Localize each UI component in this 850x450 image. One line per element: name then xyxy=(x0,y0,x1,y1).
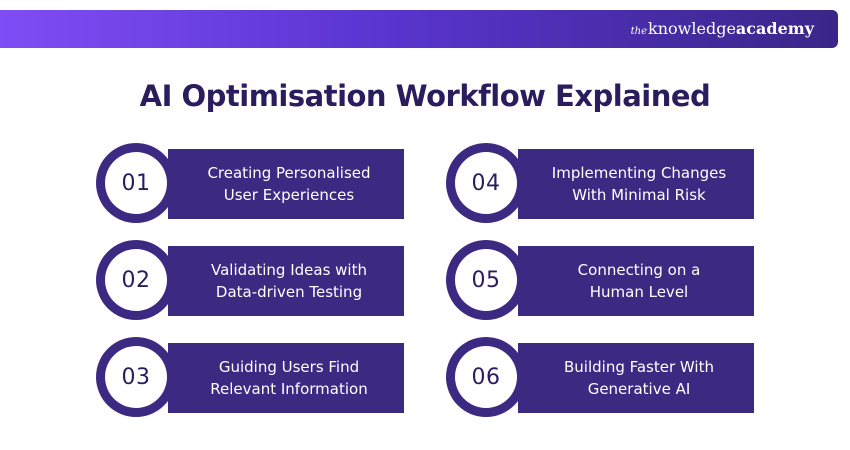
step-box: Creating Personalised User Experiences xyxy=(168,149,404,219)
step-label-line2: Human Level xyxy=(589,283,689,301)
brand-logo: theknowledgeacademy xyxy=(631,18,814,43)
workflow-step-05: Connecting on a Human Level 05 xyxy=(446,240,756,320)
step-label: Validating Ideas with Data-driven Testin… xyxy=(211,259,367,303)
page-title: AI Optimisation Workflow Explained xyxy=(139,79,711,113)
step-box: Guiding Users Find Relevant Information xyxy=(168,343,404,413)
step-number: 04 xyxy=(471,170,501,196)
step-number-ring: 05 xyxy=(446,240,526,320)
step-box: Validating Ideas with Data-driven Testin… xyxy=(168,246,404,316)
step-label: Guiding Users Find Relevant Information xyxy=(210,356,367,400)
step-box: Connecting on a Human Level xyxy=(518,246,754,316)
step-label-line2: Relevant Information xyxy=(210,380,368,398)
step-box: Implementing Changes With Minimal Risk xyxy=(518,149,754,219)
brand-prefix: the xyxy=(630,26,648,37)
step-number: 06 xyxy=(471,364,501,390)
step-number: 02 xyxy=(121,267,151,293)
brand-word-academy: academy xyxy=(735,19,814,38)
step-label-line1: Implementing Changes xyxy=(551,164,727,182)
step-number: 01 xyxy=(121,170,151,196)
step-number-ring: 04 xyxy=(446,143,526,223)
step-number-ring: 01 xyxy=(96,143,176,223)
step-label-line1: Building Faster With xyxy=(564,358,714,376)
workflow-step-06: Building Faster With Generative AI 06 xyxy=(446,337,756,417)
step-label-line1: Connecting on a xyxy=(577,261,701,279)
step-number: 03 xyxy=(121,364,151,390)
step-label-line1: Guiding Users Find xyxy=(218,358,360,376)
step-label: Building Faster With Generative AI xyxy=(564,356,714,400)
step-number-ring: 06 xyxy=(446,337,526,417)
workflow-step-04: Implementing Changes With Minimal Risk 0… xyxy=(446,143,756,223)
workflow-step-01: Creating Personalised User Experiences 0… xyxy=(96,143,406,223)
step-label-line2: With Minimal Risk xyxy=(572,186,706,204)
header-bar: theknowledgeacademy xyxy=(0,10,838,48)
step-label: Creating Personalised User Experiences xyxy=(207,162,370,206)
brand-word-knowledge: knowledge xyxy=(648,19,736,38)
step-box: Building Faster With Generative AI xyxy=(518,343,754,413)
step-number-ring: 02 xyxy=(96,240,176,320)
workflow-step-03: Guiding Users Find Relevant Information … xyxy=(96,337,406,417)
workflow-step-02: Validating Ideas with Data-driven Testin… xyxy=(96,240,406,320)
step-label-line2: Data-driven Testing xyxy=(215,283,363,301)
step-number: 05 xyxy=(471,267,501,293)
step-number-ring: 03 xyxy=(96,337,176,417)
step-label-line2: Generative AI xyxy=(587,380,691,398)
step-label-line2: User Experiences xyxy=(223,186,355,204)
step-label-line1: Creating Personalised xyxy=(207,164,371,182)
step-label-line1: Validating Ideas with xyxy=(211,261,367,279)
step-label: Implementing Changes With Minimal Risk xyxy=(552,162,726,206)
step-label: Connecting on a Human Level xyxy=(578,259,701,303)
